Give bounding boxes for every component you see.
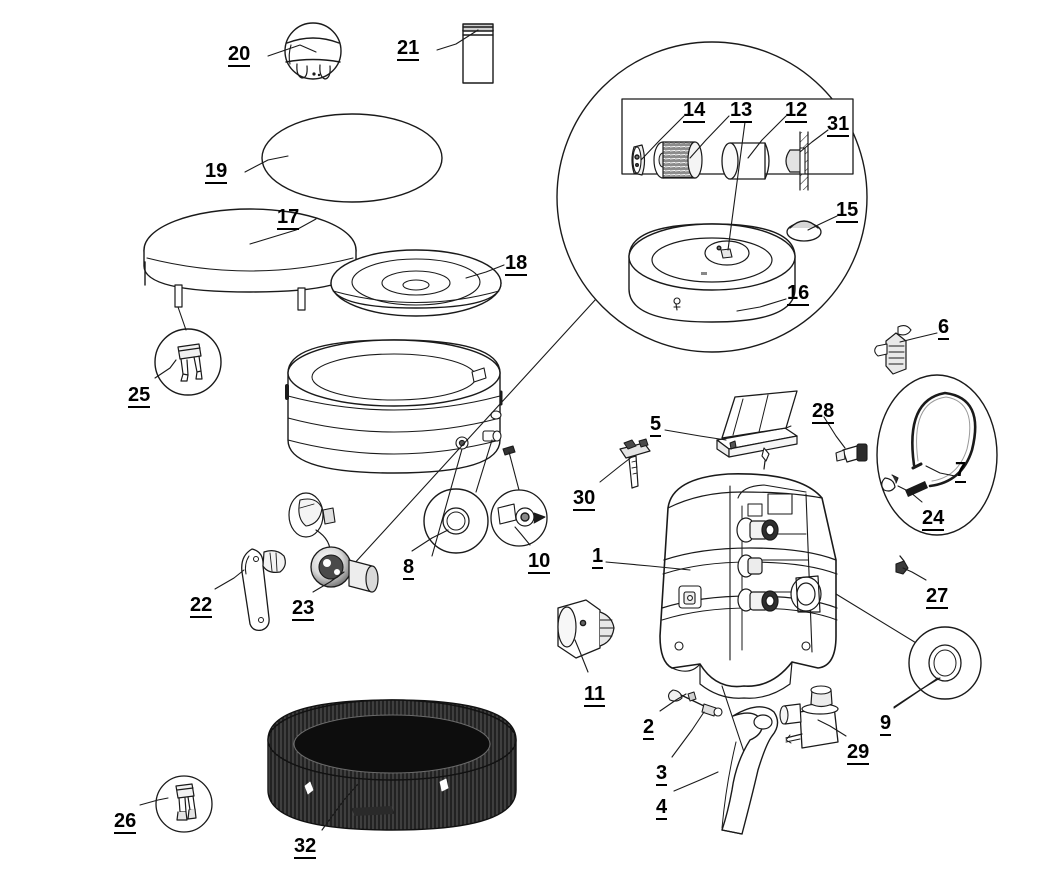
detail-oval-air-hose xyxy=(876,374,998,536)
callout-32[interactable]: 32 xyxy=(294,835,317,859)
callout-20[interactable]: 20 xyxy=(228,43,251,67)
part-air-valve-fitting xyxy=(874,324,912,375)
part-drain-valve xyxy=(288,492,379,593)
leader-10 xyxy=(514,526,531,546)
leader-27 xyxy=(902,567,927,581)
callout-4[interactable]: 4 xyxy=(656,796,668,820)
callout-9[interactable]: 9 xyxy=(880,712,892,736)
leader-8 xyxy=(411,529,449,552)
leader-22 xyxy=(214,569,245,590)
leader-17 xyxy=(249,218,317,245)
part-inflatable-top-ring xyxy=(330,249,502,317)
part-hose-connector xyxy=(835,443,868,463)
leader-12 xyxy=(747,115,787,159)
callout-28[interactable]: 28 xyxy=(812,400,835,424)
part-small-fastener xyxy=(895,555,909,575)
part-filter-sleeve xyxy=(721,142,770,180)
detail-circle-lid-clip xyxy=(154,306,222,396)
callout-3[interactable]: 3 xyxy=(656,762,668,786)
callout-8[interactable]: 8 xyxy=(403,556,415,580)
callout-16[interactable]: 16 xyxy=(787,282,810,306)
leader-5 xyxy=(664,429,727,441)
leader-32 xyxy=(321,783,359,831)
callout-27[interactable]: 27 xyxy=(926,585,949,609)
leader-4 xyxy=(673,771,719,792)
callout-2[interactable]: 2 xyxy=(643,716,655,740)
part-spa-lid xyxy=(143,208,357,311)
leader-9 xyxy=(893,677,941,708)
callout-11[interactable]: 11 xyxy=(584,683,606,707)
callout-1[interactable]: 1 xyxy=(592,545,604,569)
leader-2 xyxy=(659,693,687,712)
callout-19[interactable]: 19 xyxy=(205,160,228,184)
callout-23[interactable]: 23 xyxy=(292,597,315,621)
callout-21[interactable]: 21 xyxy=(397,37,420,61)
callout-22[interactable]: 22 xyxy=(190,594,213,618)
callout-13[interactable]: 13 xyxy=(730,99,753,123)
callout-24[interactable]: 24 xyxy=(922,507,945,531)
detail-circle-liner-clip xyxy=(155,775,213,833)
callout-31[interactable]: 31 xyxy=(827,113,850,137)
callout-5[interactable]: 5 xyxy=(650,413,662,437)
part-wall-plug xyxy=(785,131,809,191)
part-threaded-coupling xyxy=(557,599,615,659)
leader-26 xyxy=(139,797,169,806)
leader-29 xyxy=(817,719,847,737)
part-hose-clip xyxy=(881,474,899,492)
callout-15[interactable]: 15 xyxy=(836,199,859,223)
leader-6 xyxy=(899,332,938,343)
part-filter-cartridge xyxy=(653,141,703,179)
callout-7[interactable]: 7 xyxy=(955,459,967,483)
callout-17[interactable]: 17 xyxy=(277,206,300,230)
leader-19 xyxy=(244,155,289,173)
part-filter-end-cap xyxy=(631,144,646,176)
leader-14 xyxy=(640,115,685,161)
leader-30 xyxy=(599,455,634,483)
callout-6[interactable]: 6 xyxy=(938,316,950,340)
part-check-valve xyxy=(779,685,839,749)
leader-25 xyxy=(154,359,177,379)
part-drain-probe xyxy=(619,438,651,489)
leader-7 xyxy=(925,465,956,477)
part-spa-body xyxy=(285,339,516,474)
leader-lines xyxy=(139,29,956,831)
leader-1 xyxy=(605,561,691,571)
leader-20 xyxy=(267,44,317,57)
detail-circle-inlet-fitting xyxy=(490,489,548,547)
leader-16 xyxy=(736,298,787,312)
leader-18 xyxy=(465,264,505,279)
part-sealing-washer xyxy=(423,488,489,554)
part-control-panel-cover xyxy=(716,390,798,470)
leader-11 xyxy=(574,639,589,673)
leader-31 xyxy=(799,129,829,153)
part-outlet-washer xyxy=(908,626,982,700)
callout-14[interactable]: 14 xyxy=(683,99,706,123)
callout-25[interactable]: 25 xyxy=(128,384,151,408)
leader-23 xyxy=(312,571,345,593)
part-pin-fastener xyxy=(667,689,705,707)
part-ground-cloth xyxy=(261,113,443,203)
part-retaining-screw xyxy=(701,703,723,717)
leader-3 xyxy=(671,711,705,758)
part-chemical-bottle xyxy=(462,23,494,84)
callout-18[interactable]: 18 xyxy=(505,252,528,276)
callout-10[interactable]: 10 xyxy=(528,550,551,574)
part-support-leg xyxy=(721,706,779,835)
callout-29[interactable]: 29 xyxy=(847,741,870,765)
callout-30[interactable]: 30 xyxy=(573,487,596,511)
callout-12[interactable]: 12 xyxy=(785,99,808,123)
leader-15 xyxy=(807,215,838,231)
leader-21 xyxy=(436,29,479,51)
leader-13 xyxy=(689,115,730,159)
part-filter-housing-ring xyxy=(628,223,796,323)
part-pump-housing xyxy=(659,473,838,699)
part-spanner-wrench xyxy=(241,548,286,632)
callout-26[interactable]: 26 xyxy=(114,810,137,834)
part-insulated-liner xyxy=(267,699,517,831)
leader-24 xyxy=(897,485,923,503)
